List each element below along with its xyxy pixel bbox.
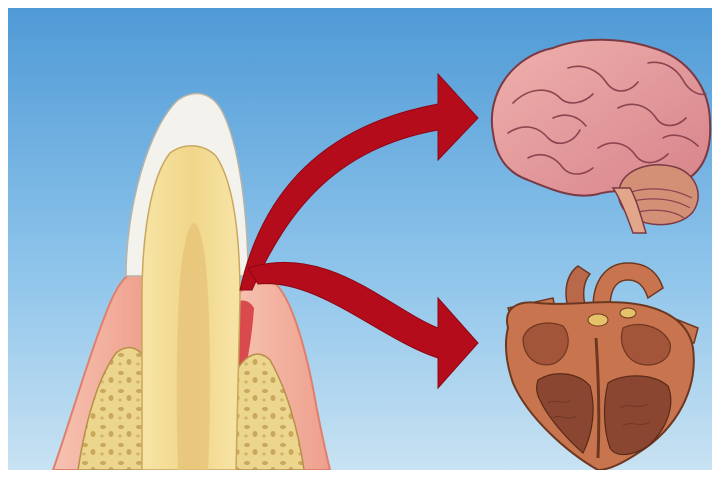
heart-valve xyxy=(588,314,608,326)
heart-valve-2 xyxy=(620,308,636,318)
illustration-canvas xyxy=(8,8,712,470)
illustration-panel xyxy=(8,8,712,470)
